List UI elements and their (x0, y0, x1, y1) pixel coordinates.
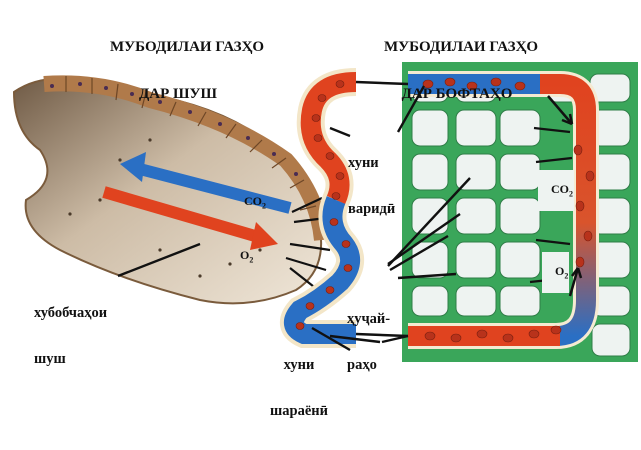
alveoli-line1: хубобчаҳои (34, 306, 107, 321)
o2-lung-base: O (240, 248, 249, 262)
tissue-cell (412, 198, 448, 234)
lung-title-line2: ДАР ШУШ (110, 87, 246, 103)
tissue-title-line2: ДАР БОФТАҲО (384, 87, 530, 103)
tissue-exchange-title: МУБОДИЛАИ ГАЗҲО ДАР БОФТАҲО (384, 8, 530, 134)
tissue-cell (456, 154, 496, 190)
alveoli-line2: шуш (34, 352, 107, 367)
co2-lung-label: CO2 (232, 182, 266, 223)
co2-tissue-sub: 2 (569, 189, 573, 198)
arterial-blood-line1: хуни (264, 358, 334, 373)
venous-blood-line1: хуни (348, 156, 395, 171)
o2-tissue-label: O2 (542, 252, 569, 293)
o2-lung-sub: 2 (249, 255, 253, 264)
tissue-cell (412, 154, 448, 190)
venous-blood-line2: варидӣ (348, 202, 395, 217)
tissue-cell (456, 242, 496, 278)
o2-lung-label: O2 (228, 236, 253, 277)
cells-label: ҳуҷай- раҳо (347, 282, 390, 404)
tissue-cell (500, 198, 540, 234)
o2-tissue-sub: 2 (564, 271, 568, 280)
venous-blood-label: хуни варидӣ (348, 126, 395, 248)
arterial-blood-line2: шараёнӣ (264, 404, 334, 419)
co2-lung-base: CO (244, 194, 262, 208)
cells-line2: раҳо (347, 358, 390, 373)
cells-line1: ҳуҷай- (347, 312, 390, 327)
co2-tissue-base: CO (551, 182, 569, 196)
gas-exchange-diagram: МУБОДИЛАИ ГАЗҲО ДАР ШУШ МУБОДИЛАИ ГАЗҲО … (0, 0, 641, 365)
lung-exchange-title: МУБОДИЛАИ ГАЗҲО ДАР ШУШ (110, 8, 246, 134)
tissue-cell (412, 286, 448, 316)
co2-lung-sub: 2 (262, 201, 266, 210)
arterial-blood-label: хуни шараёнӣ (264, 328, 334, 450)
tissue-cell (592, 324, 630, 356)
tissue-cell (500, 286, 540, 316)
o2-tissue-base: O (555, 264, 564, 278)
alveoli-label: хубобчаҳои шуш (34, 276, 107, 398)
tissue-cell (500, 154, 540, 190)
co2-tissue-label: CO2 (538, 170, 574, 211)
tissue-cell (456, 286, 496, 316)
lung-title-line1: МУБОДИЛАИ ГАЗҲО (110, 40, 246, 56)
tissue-title-line1: МУБОДИЛАИ ГАЗҲО (384, 40, 530, 56)
tissue-cell (456, 198, 496, 234)
tissue-cell (500, 242, 540, 278)
